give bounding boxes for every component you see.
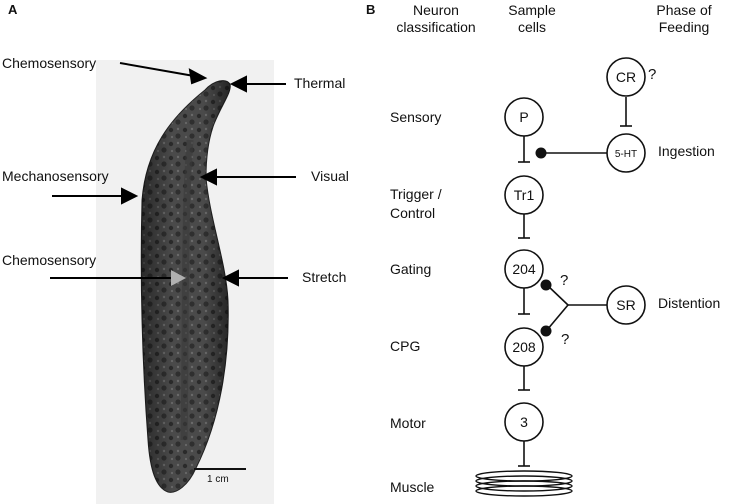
phase-ingestion: Ingestion [658, 143, 715, 159]
connection-3-to-muscle [518, 441, 530, 467]
row-cpg: CPG [390, 338, 421, 354]
cell-sr [606, 285, 646, 325]
cell-tr1-label: Tr1 [514, 187, 535, 203]
question-mark-208: ? [561, 331, 569, 348]
phase-distention: Distention [658, 295, 721, 311]
cell-cr [606, 57, 646, 97]
row-gating: Gating [390, 261, 432, 277]
label-mechanosensory: Mechanosensory [2, 168, 109, 184]
header-neuron-classification: Neuron classification [396, 2, 476, 35]
connection-tr1-to-204 [518, 214, 530, 239]
cell-3-label: 3 [520, 414, 528, 430]
synapse-dot-208 [540, 325, 552, 337]
label-chemosensory-head: Chemosensory [2, 55, 97, 71]
connection-204-to-208 [518, 288, 530, 315]
arrow-stretch [221, 269, 288, 287]
connection-sr-branch [546, 284, 607, 331]
cell-204-label: 204 [512, 261, 536, 277]
panel-b-letter: B [366, 2, 376, 17]
leech-figure [50, 60, 296, 504]
cell-sr-label: SR [616, 297, 635, 313]
label-visual: Visual [311, 168, 349, 184]
question-mark-cr: ? [648, 66, 656, 83]
muscle-coil [475, 470, 573, 497]
connection-p-to-tr1 [518, 136, 530, 163]
connection-208-to-3 [518, 366, 530, 391]
scale-bar-label: 1 cm [207, 474, 229, 485]
row-motor: Motor [390, 415, 426, 431]
arrow-visual [199, 168, 296, 186]
cell-cr-label: CR [616, 69, 636, 85]
arrowhead-chemosensory-body-gray [171, 270, 186, 286]
synapse-dot-204 [540, 279, 552, 291]
question-mark-204: ? [560, 272, 568, 289]
cell-5ht [606, 133, 646, 173]
synapse-dot-p [535, 147, 547, 159]
arrow-mechanosensory [52, 187, 139, 205]
row-muscle: Muscle [390, 479, 435, 495]
arrow-thermal [229, 75, 286, 93]
cell-208-label: 208 [512, 339, 536, 355]
row-trigger-control: Trigger / Control [390, 186, 442, 221]
label-stretch: Stretch [302, 269, 347, 285]
label-chemosensory-body: Chemosensory [2, 252, 97, 268]
row-sensory: Sensory [390, 109, 442, 125]
panel-a-letter: A [8, 2, 18, 17]
header-phase-of-feeding: Phase of Feeding [656, 2, 712, 35]
cell-tr1 [504, 175, 544, 215]
arrow-chemosensory-head [119, 62, 208, 85]
cell-204 [504, 249, 544, 289]
dorsal-stripe [180, 139, 194, 441]
cell-5ht-label: 5-HT [615, 149, 637, 160]
header-sample-cells: Sample cells [508, 2, 556, 35]
cell-p [504, 97, 544, 137]
cell-p-label: P [519, 109, 528, 125]
cell-3 [504, 402, 544, 442]
label-thermal: Thermal [294, 75, 346, 91]
cell-208 [504, 327, 544, 367]
connection-cr-to-5ht [620, 97, 632, 127]
